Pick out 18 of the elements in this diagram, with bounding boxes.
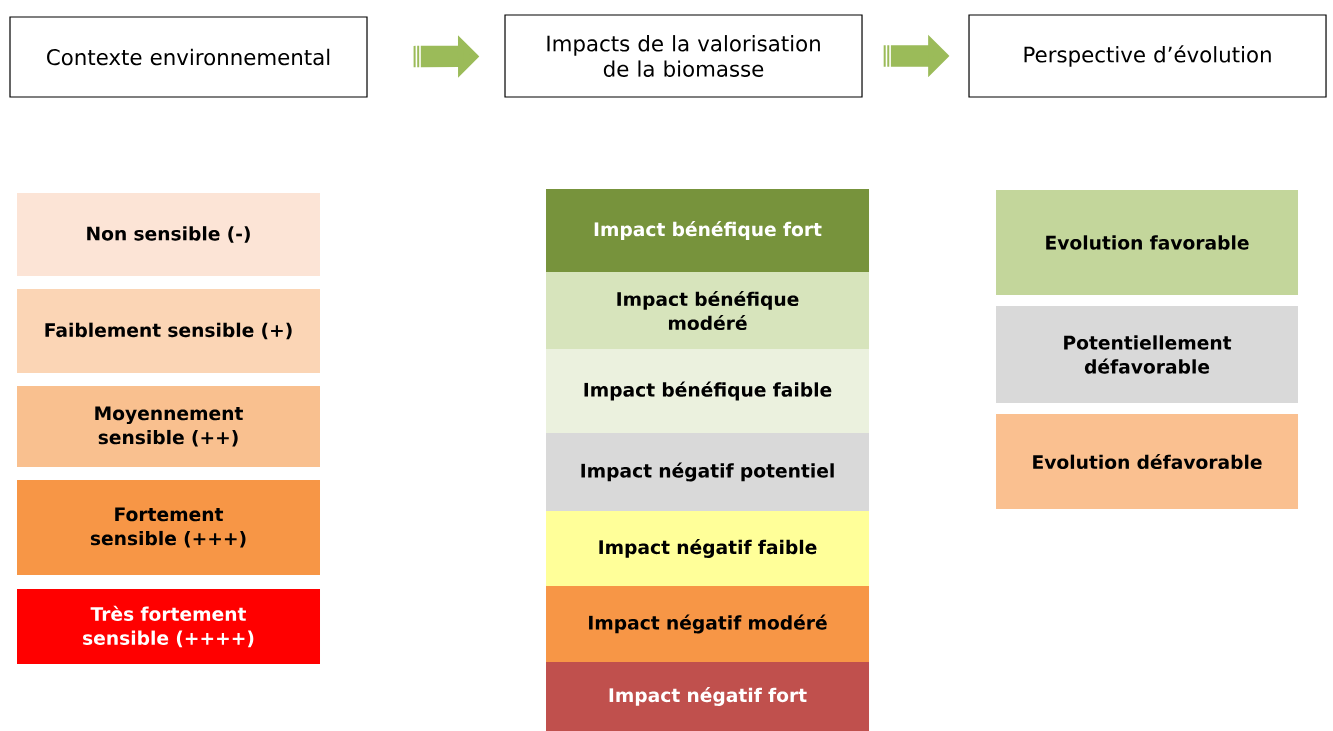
legend-box: Evolution défavorable — [996, 414, 1298, 509]
process-box: Impacts de la valorisation de la biomasse — [504, 14, 863, 98]
legend-box: Impact négatif modéré — [546, 586, 869, 662]
process-box: Contexte environnemental — [9, 16, 368, 98]
legend-box: Fortement sensible (+++) — [17, 480, 320, 575]
legend-box: Impact négatif faible — [546, 511, 869, 586]
legend-box: Impact bénéfique modéré — [546, 272, 869, 349]
legend-box: Très fortement sensible (++++) — [17, 589, 320, 664]
legend-box: Faiblement sensible (+) — [17, 289, 320, 373]
legend-box: Impact négatif potentiel — [546, 433, 869, 511]
legend-box: Impact négatif fort — [546, 662, 869, 731]
legend-box: Evolution favorable — [996, 190, 1298, 295]
legend-box: Impact bénéfique faible — [546, 349, 869, 433]
legend-box: Potentiellement défavorable — [996, 306, 1298, 403]
legend-box: Non sensible (-) — [17, 193, 320, 276]
legend-box: Impact bénéfique fort — [546, 189, 869, 272]
legend-box: Moyennement sensible (++) — [17, 386, 320, 467]
process-box: Perspective d’évolution — [968, 14, 1327, 98]
